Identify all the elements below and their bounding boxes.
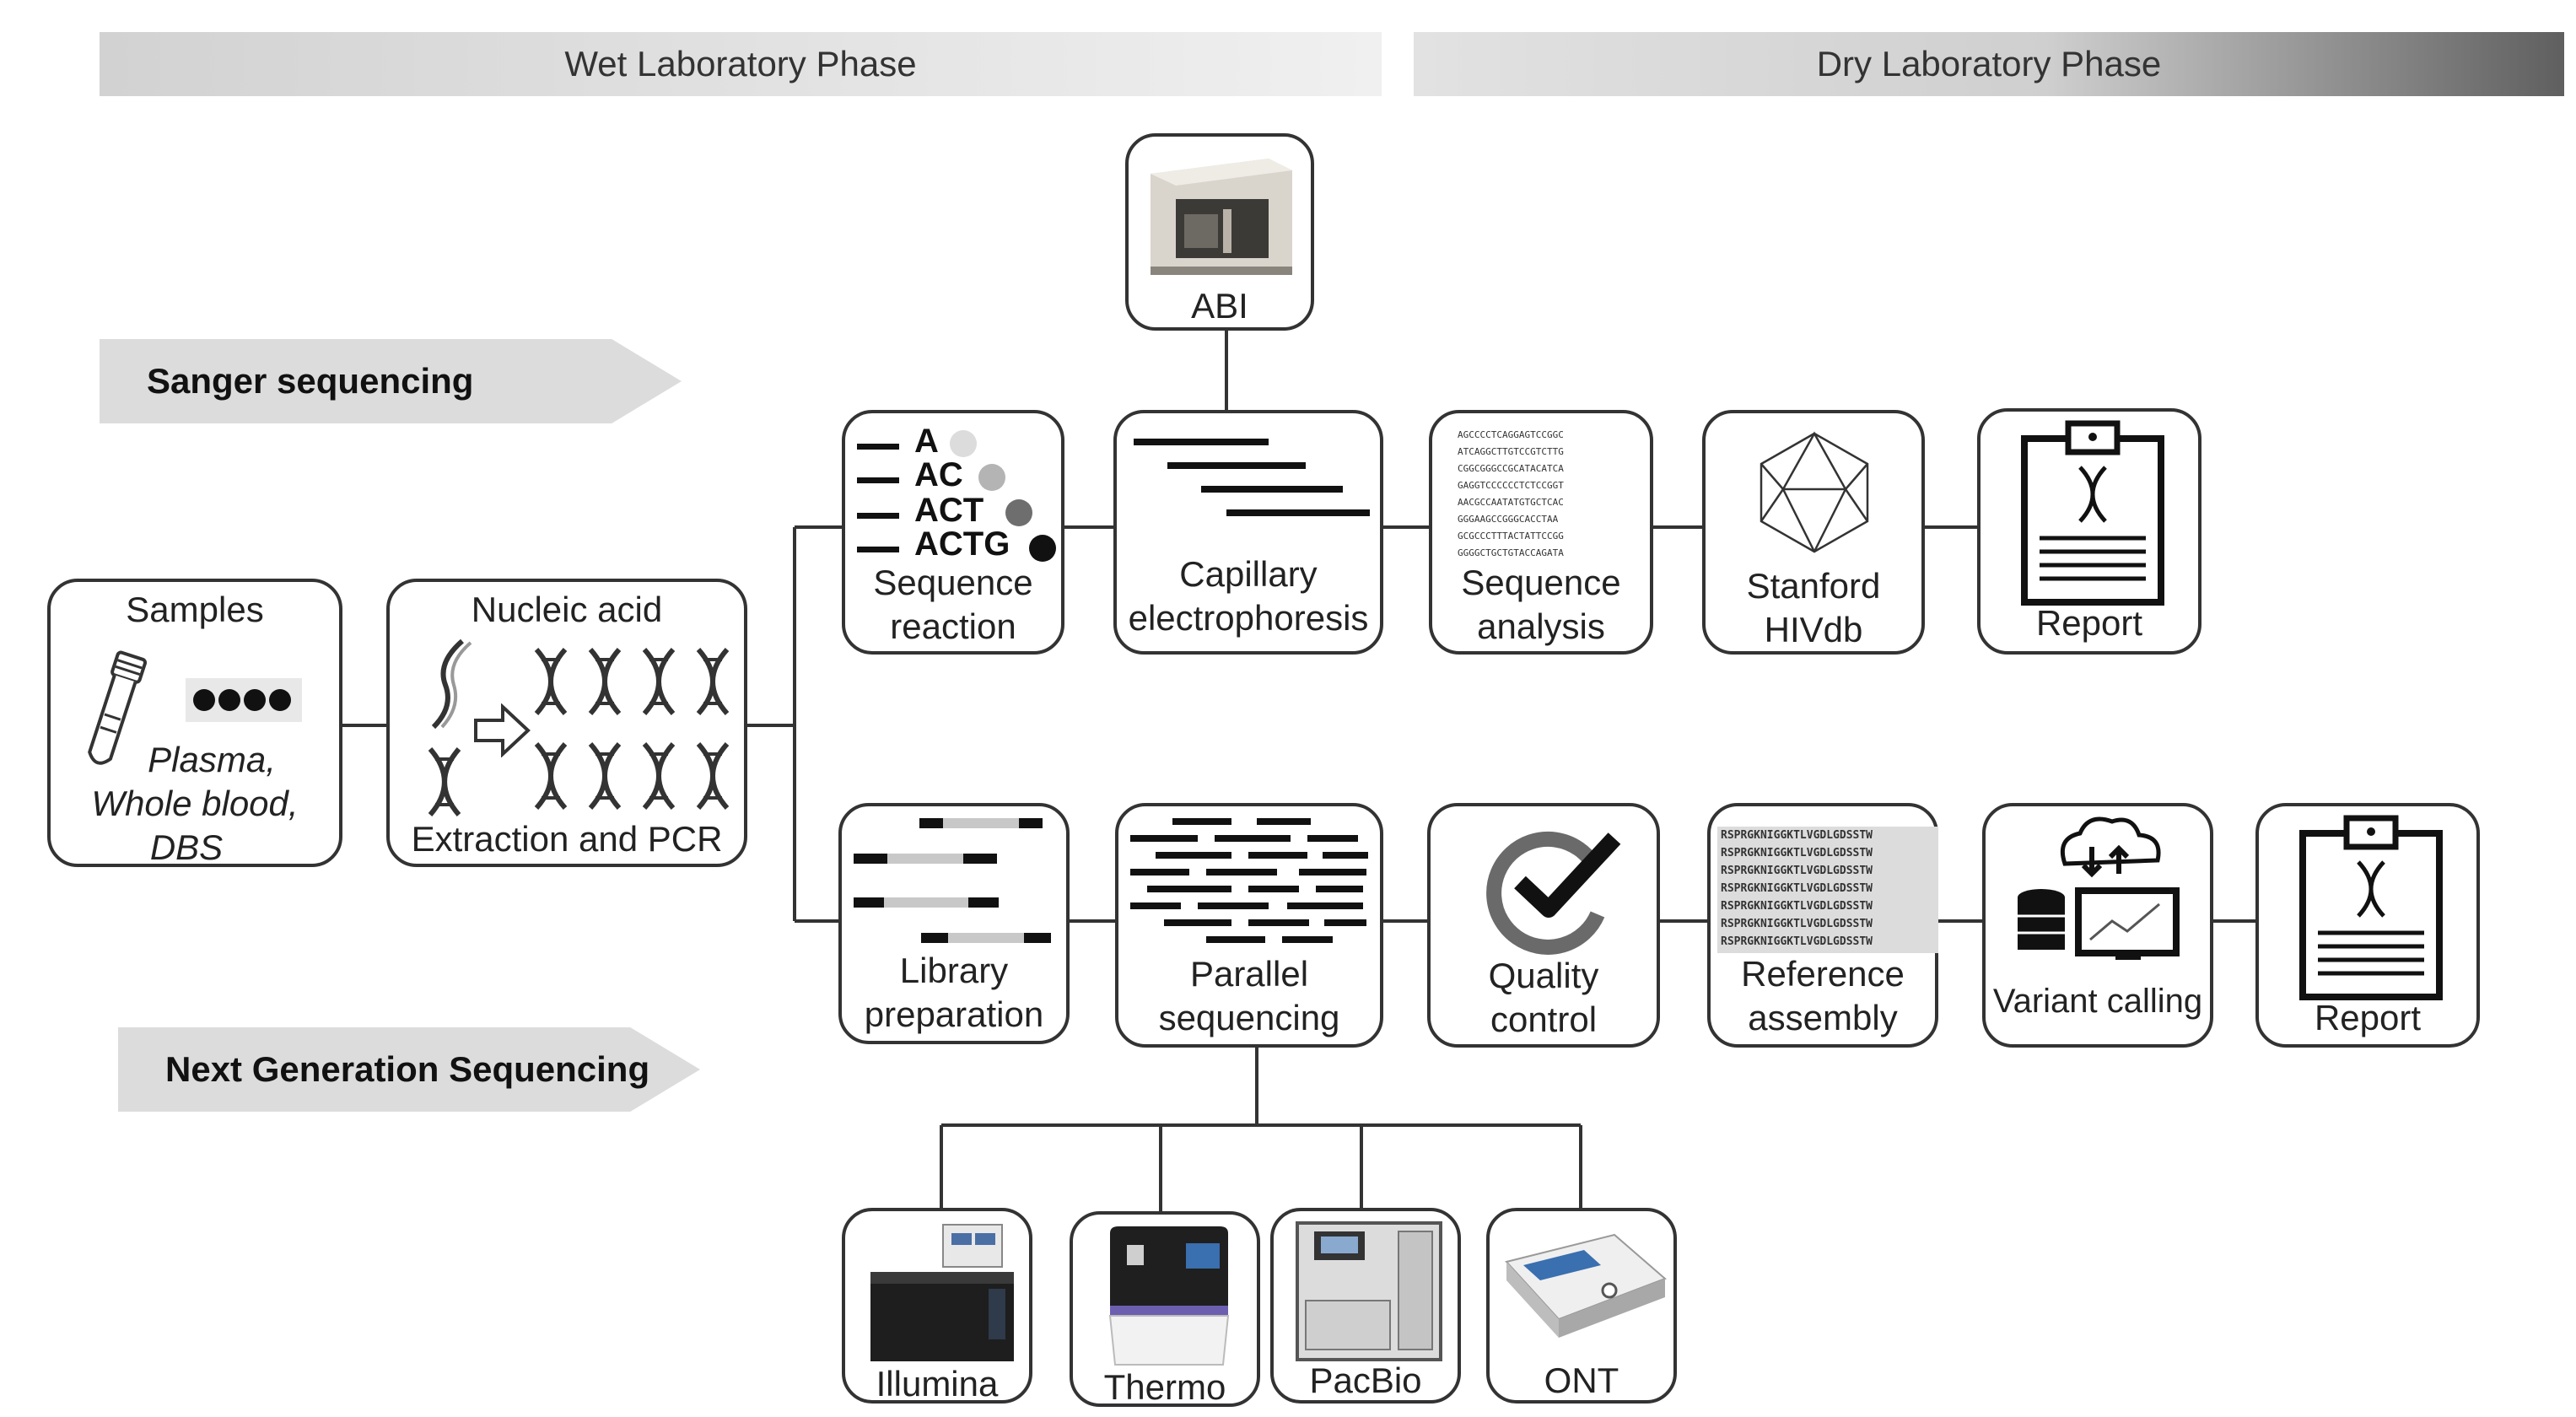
sanger-method-label: Sanger sequencing [147, 361, 474, 401]
letters-act: ACT [914, 492, 984, 529]
sanger-report-node: Report [1977, 408, 2201, 655]
report-clipboard-icon [2299, 815, 2443, 1000]
wet-lab-phase-bar: Wet Laboratory Phase [100, 32, 1382, 96]
ont-minion-image [1505, 1233, 1667, 1338]
sequence-reaction-node: A AC ACT ACTG Sequence reaction [842, 410, 1064, 655]
ngs-method-label: Next Generation Sequencing [165, 1049, 650, 1089]
nucleic-acid-caption: Extraction and PCR [411, 819, 723, 859]
capillary-line1: Capillary [1179, 554, 1318, 594]
sanger-termination-bars-icon [857, 430, 1056, 562]
samples-line1: Plasma, [148, 740, 276, 779]
parallel-line1: Parallel [1189, 954, 1309, 994]
ngs-report-label: Report [2314, 998, 2422, 1037]
abi-node: ABI [1125, 133, 1314, 331]
sanger-report-label: Report [2035, 603, 2143, 643]
thermo-node: Thermo [1070, 1211, 1260, 1407]
pacbio-node: PacBio [1270, 1208, 1461, 1404]
samples-title: Samples [126, 590, 264, 629]
quality-control-node: Quality control [1427, 803, 1660, 1048]
arrow-right-icon [474, 703, 531, 757]
abi-sequencer-image [1151, 159, 1292, 275]
dbs-card-icon [186, 678, 302, 722]
sequence-analysis-line2: analysis [1477, 606, 1605, 646]
ont-node: ONT [1486, 1208, 1677, 1404]
library-line1: Library [899, 951, 1009, 990]
ngs-report-node: Report [2255, 803, 2480, 1048]
stanford-hivdb-node: Stanford HIVdb [1702, 410, 1925, 655]
nucleic-acid-title: Nucleic acid [471, 590, 663, 629]
cloud-database-computer-icon [2018, 816, 2180, 960]
dry-lab-phase-label: Dry Laboratory Phase [1816, 44, 2162, 84]
checkmark-icon [1486, 831, 1621, 955]
single-strand-icon [431, 638, 472, 730]
variant-calling-label: Variant calling [1992, 983, 2203, 1020]
stanford-line2: HIVdb [1764, 610, 1863, 649]
parallel-line2: sequencing [1158, 998, 1340, 1037]
ont-label: ONT [1544, 1360, 1619, 1400]
pacbio-sequencer-image [1296, 1221, 1442, 1361]
sanger-method-arrow: Sanger sequencing [100, 339, 682, 423]
capillary-line2: electrophoresis [1128, 598, 1369, 638]
dry-lab-phase-bar: Dry Laboratory Phase [1414, 32, 2564, 96]
capillary-electrophoresis-node: Capillary electrophoresis [1113, 410, 1383, 655]
thermo-sequencer-image [1108, 1226, 1230, 1366]
stanford-line1: Stanford [1746, 566, 1881, 606]
reference-assembly-node: RSPRGKNIGGKTLVGDLGDSSTW RSPRGKNIGGKTLVGD… [1707, 803, 1938, 1048]
letters-actg: ACTG [914, 525, 1010, 563]
sequence-reaction-line1: Sequence [873, 563, 1033, 602]
parallel-sequencing-node: Parallel sequencing [1115, 803, 1383, 1048]
letters-ac: AC [914, 456, 963, 493]
blood-tube-icon [88, 650, 147, 765]
sequence-analysis-text: AGCCCCTCAGGAGTCCGGC ATCAGGCTTGTCCGTCTTG … [1458, 429, 1564, 558]
samples-line3: DBS [149, 827, 224, 867]
illumina-node: Illumina [842, 1208, 1032, 1404]
ref-assembly-line2: assembly [1748, 998, 1898, 1037]
illumina-sequencer-image [870, 1224, 1014, 1361]
illumina-label: Illumina [876, 1364, 999, 1404]
samples-line2: Whole blood, [91, 784, 299, 823]
dna-helix-icon-single [428, 747, 461, 816]
hiv-virion-icon [1760, 431, 1869, 553]
dna-helix-grid-icon [531, 648, 744, 816]
letters-a: A [914, 423, 939, 460]
wet-lab-phase-label: Wet Laboratory Phase [564, 44, 917, 84]
thermo-label: Thermo [1103, 1367, 1226, 1407]
sequence-analysis-line1: Sequence [1461, 563, 1621, 602]
ref-assembly-line1: Reference [1741, 954, 1905, 994]
ngs-method-arrow: Next Generation Sequencing [118, 1027, 700, 1112]
capillary-bands-icon [1134, 439, 1370, 516]
sequence-reaction-line2: reaction [890, 606, 1016, 646]
library-preparation-node: Library preparation [838, 803, 1070, 1044]
reference-assembly-text: RSPRGKNIGGKTLVGDLGDSSTW RSPRGKNIGGKTLVGD… [1717, 827, 1938, 953]
qc-line1: Quality [1488, 956, 1599, 995]
report-clipboard-icon [2021, 420, 2164, 606]
variant-calling-node: Variant calling [1982, 803, 2213, 1048]
sequence-analysis-node: AGCCCCTCAGGAGTCCGGC ATCAGGCTTGTCCGTCTTG … [1429, 410, 1653, 655]
pacbio-label: PacBio [1309, 1360, 1422, 1400]
abi-label: ABI [1191, 286, 1248, 326]
qc-line2: control [1490, 999, 1598, 1039]
parallel-reads-icon [1130, 818, 1368, 943]
library-line2: preparation [864, 994, 1044, 1034]
library-fragments-icon [854, 818, 1051, 943]
nucleic-acid-node: Nucleic acid Extraction and PCR [386, 579, 747, 867]
samples-node: Samples Plasma, Whole blood, DBS [47, 579, 342, 867]
